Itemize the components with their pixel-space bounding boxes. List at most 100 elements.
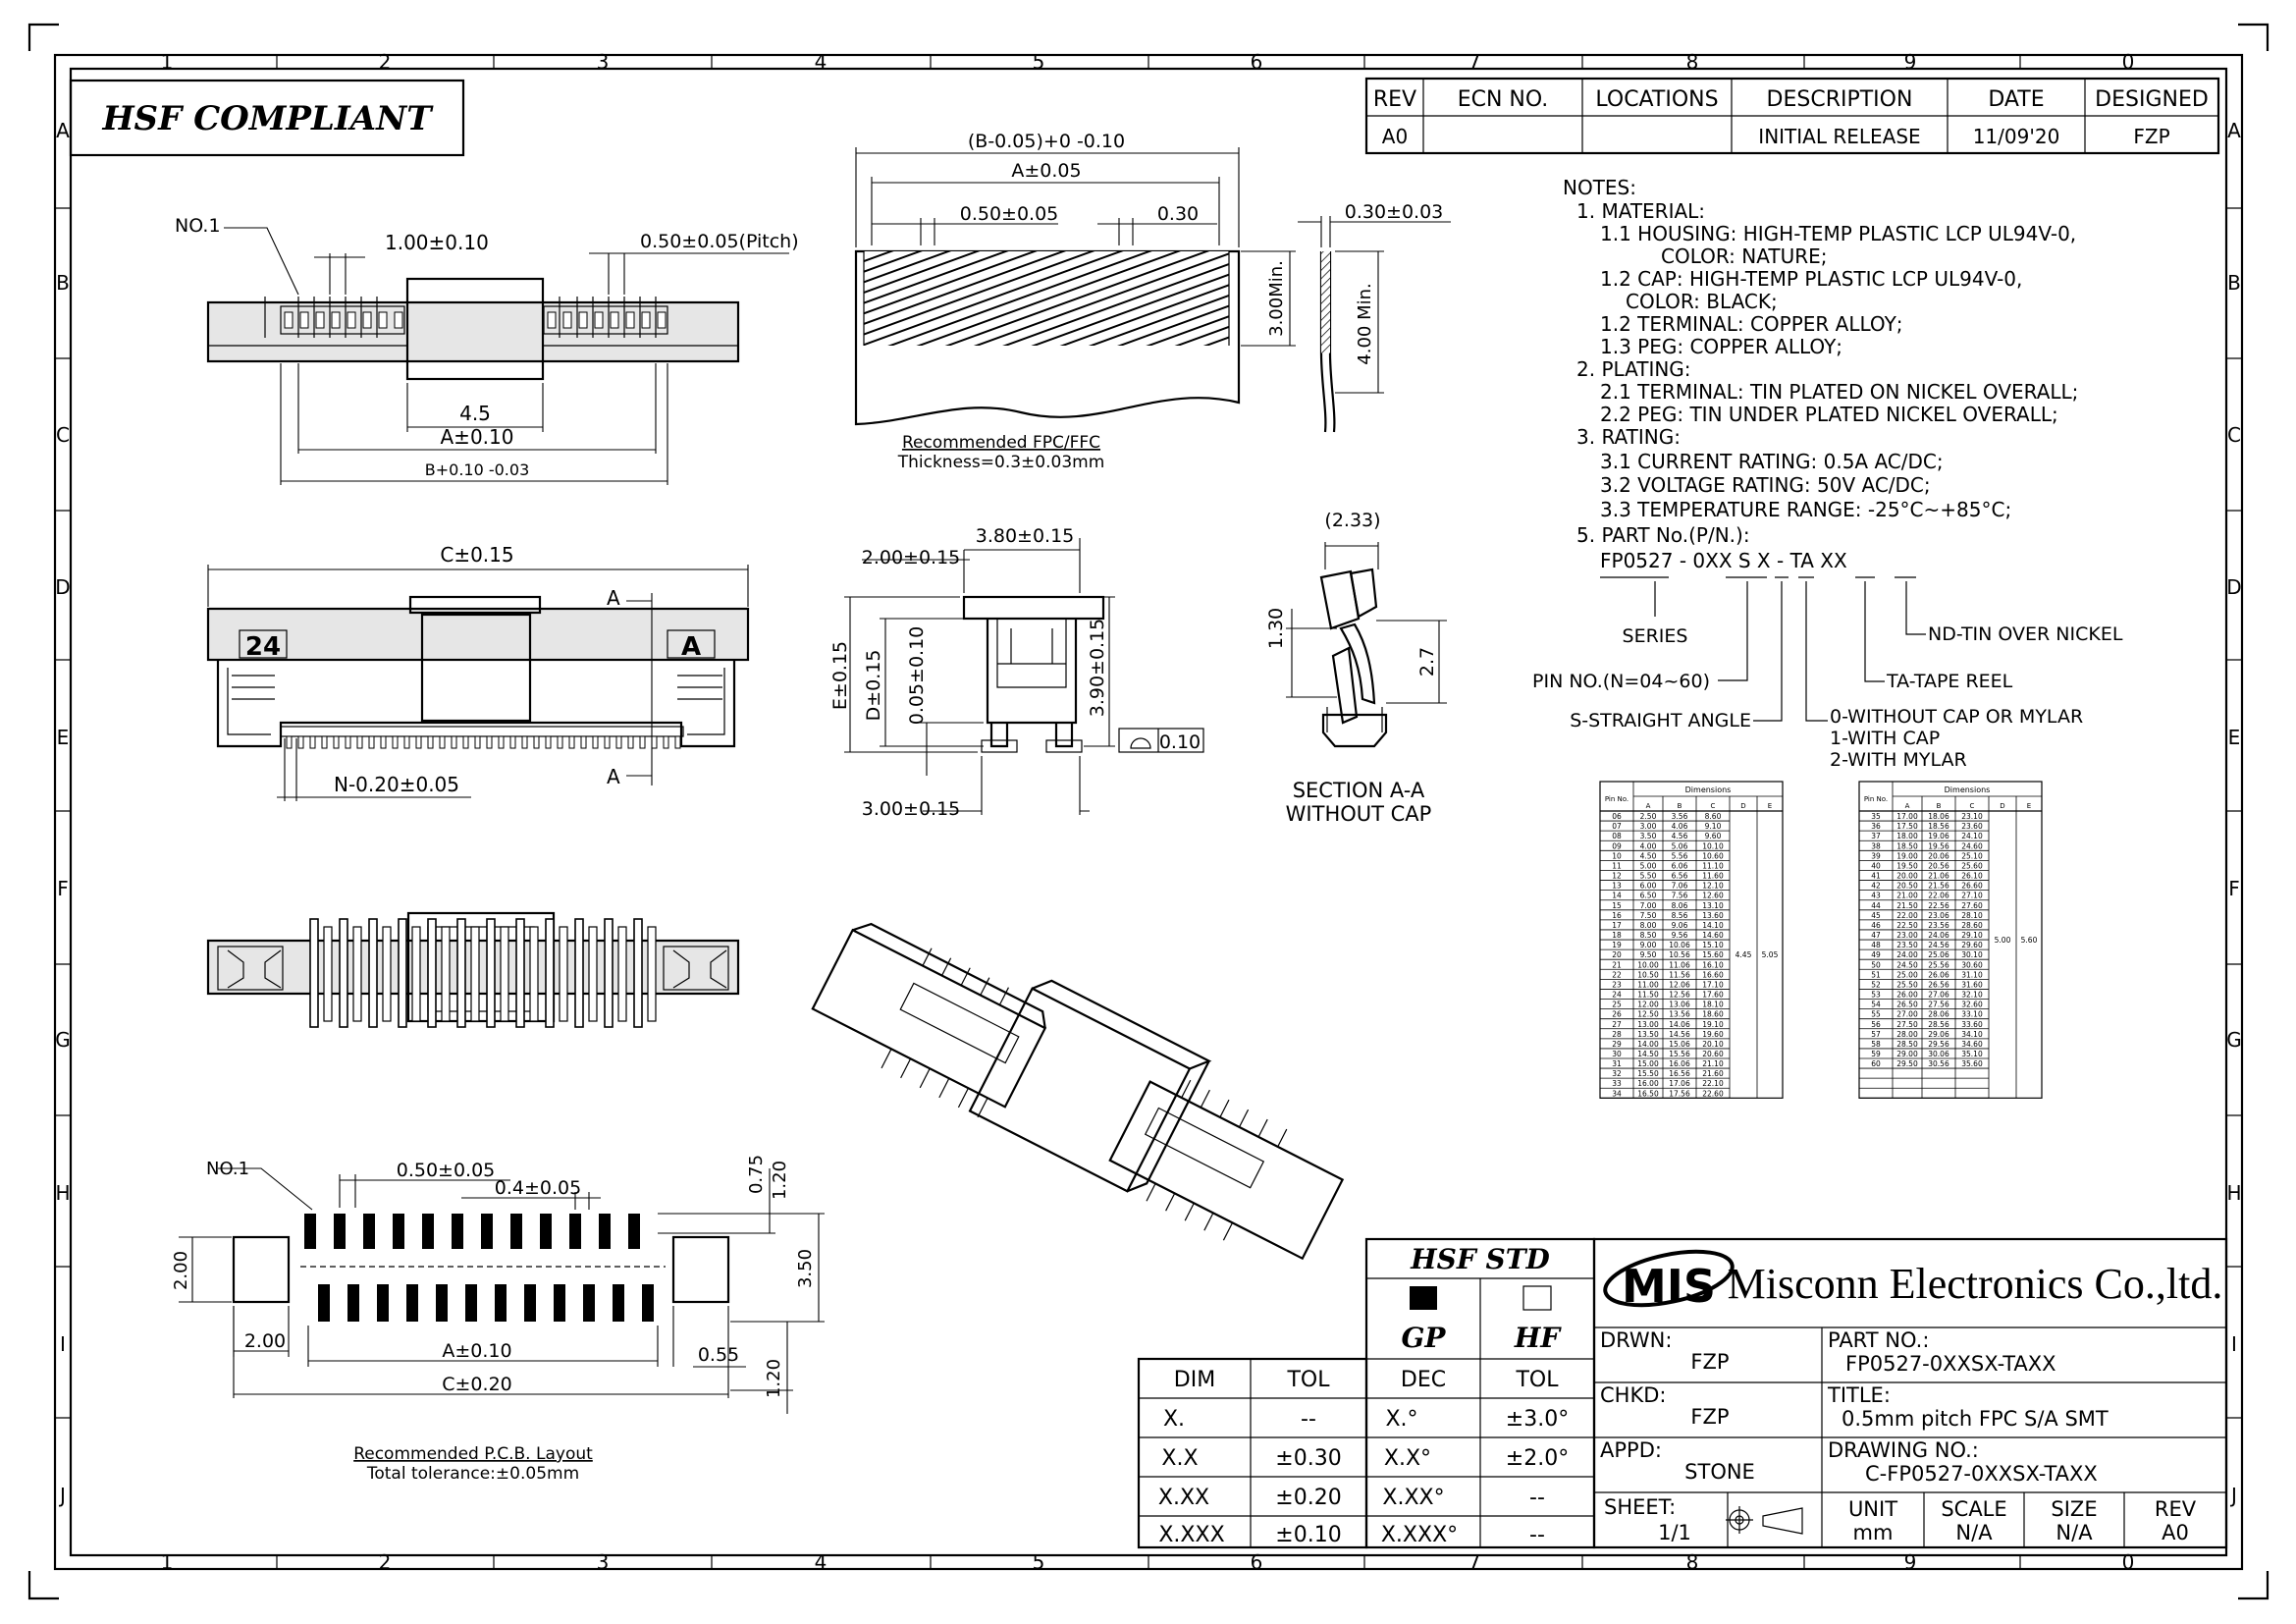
pcb-pad-top — [363, 1214, 375, 1249]
pcb-rec2: Total tolerance:±0.05mm — [366, 1464, 579, 1484]
right-table-cell: 26.06 — [1928, 970, 1949, 979]
right-table-cell: 34.10 — [1961, 1030, 1983, 1039]
top-contact-left — [331, 311, 341, 329]
col-bot-7: 7 — [1468, 1550, 1481, 1574]
front-contact-pin — [297, 735, 304, 749]
left-table-cell: 15 — [1612, 901, 1622, 910]
front-contact-pin — [333, 735, 340, 749]
left-table-cell: 06 — [1612, 812, 1622, 821]
right-table-cell: 24.06 — [1928, 931, 1949, 940]
right-table-cell: 29.00 — [1896, 1050, 1918, 1058]
top-contact-right — [625, 311, 635, 329]
iso-pin — [881, 1049, 892, 1069]
iso-pin — [980, 977, 990, 996]
iso-pin — [1146, 1183, 1156, 1202]
front-contact-pin — [580, 735, 587, 749]
right-table-cell: 25.10 — [1961, 851, 1983, 860]
pcb-pad-bottom — [495, 1284, 507, 1322]
left-table-cell: 14.56 — [1669, 1030, 1690, 1039]
side-d: D±0.15 — [863, 650, 884, 722]
right-table-cell: 25.00 — [1896, 970, 1918, 979]
tolerance-table: DIM TOL X. -- X.X ±0.30 X.XX ±0.20 X.XXX… — [1137, 1357, 1368, 1549]
bottom-contact-pin — [456, 918, 466, 1028]
left-table-cell: 13.00 — [1637, 1020, 1659, 1029]
pn-breakdown: FP0527 - 0XX S X - TA XX SERIES PIN NO.(… — [1532, 549, 2123, 771]
left-table-cell: 17.10 — [1702, 980, 1724, 989]
top-contact-right — [657, 311, 667, 329]
right-table-cell: 53 — [1871, 991, 1881, 1000]
left-table-cell: 10.60 — [1702, 851, 1724, 860]
front-contact-pin — [557, 735, 563, 749]
left-table-group-label: Dimensions — [1685, 785, 1732, 794]
note-14: 3.3 TEMPERATURE RANGE: -25°C~+85°C; — [1600, 498, 2011, 521]
left-table-cell: 2.50 — [1640, 812, 1657, 821]
right-table-cell: 27.06 — [1928, 991, 1949, 1000]
sec-233: (2.33) — [1324, 510, 1380, 531]
hsf-gp: GP — [1402, 1322, 1447, 1354]
bottom-contact-pin — [441, 926, 451, 1022]
bottom-contact-pin — [574, 918, 584, 1028]
fpc-400: 4.00 Min. — [1355, 283, 1375, 364]
right-table-group-label: Dimensions — [1945, 785, 1991, 794]
row-right-h: H — [2226, 1181, 2241, 1205]
bottom-contact-pin — [323, 926, 333, 1022]
right-table-cell: 23.06 — [1928, 911, 1949, 920]
front-contact-pin — [415, 735, 422, 749]
left-table-cell: 10 — [1612, 851, 1622, 860]
hsf-hf: HF — [1514, 1322, 1562, 1354]
right-table-header: E — [2027, 802, 2031, 810]
left-table-cell: 7.56 — [1672, 892, 1688, 900]
left-table-cell: 8.56 — [1672, 911, 1688, 920]
right-table-cell: 32.10 — [1961, 991, 1983, 1000]
hsf-r2-dec: X.XX° — [1382, 1486, 1444, 1510]
unit-value: mm — [1853, 1521, 1894, 1544]
left-table-cell: 15.60 — [1702, 950, 1724, 959]
left-table-cell: 3.50 — [1640, 832, 1657, 840]
front-contact-pin — [286, 735, 293, 749]
pcb-055: 0.55 — [698, 1344, 739, 1366]
iso-pin — [960, 967, 971, 986]
left-table-cell: 7.06 — [1672, 882, 1688, 891]
drwn-value: FZP — [1690, 1350, 1729, 1374]
front-contact-pin — [568, 735, 575, 749]
zone-labels: 1 2 3 4 5 6 7 8 9 0 1 2 3 4 5 6 7 8 9 0 — [161, 50, 2135, 1574]
bottom-contact-pin — [647, 926, 657, 1022]
left-table-cell: 11.56 — [1669, 970, 1690, 979]
front-contact-pin — [380, 735, 387, 749]
bottom-contact-pin — [559, 926, 568, 1022]
left-table-cell: 26 — [1612, 1010, 1622, 1019]
right-table-header: A — [1905, 802, 1910, 810]
right-table-cell: 35 — [1871, 812, 1881, 821]
right-table-cell: 56 — [1871, 1020, 1881, 1029]
right-table-cell: 19.06 — [1928, 832, 1949, 840]
hsf-r3-dec: X.XXX° — [1381, 1523, 1458, 1547]
left-table-cell: 20 — [1612, 950, 1622, 959]
left-table-cell: 14.60 — [1702, 931, 1724, 940]
iso-pin — [998, 987, 1009, 1005]
right-table-cell: 32.60 — [1961, 1001, 1983, 1009]
section-view: (2.33) 1.30 2.7 SECTION A-A WITHOUT CAP — [1265, 510, 1447, 826]
left-table-cell: 6.00 — [1640, 882, 1657, 891]
right-table-cell: 29.50 — [1896, 1059, 1918, 1068]
right-table-header: C — [1970, 802, 1975, 810]
col-top-6: 6 — [1251, 50, 1263, 74]
col-top-1: 1 — [161, 50, 174, 74]
left-table-cell: 23 — [1612, 980, 1622, 989]
left-table-cell: 8.50 — [1640, 931, 1657, 940]
pcb-rec1: Recommended P.C.B. Layout — [353, 1444, 593, 1464]
left-table-cell: 5.06 — [1672, 841, 1688, 850]
pcb-layout: NO.1 0.50±0.05 0.4±0.05 0.75 1.20 2.00 3… — [171, 1155, 825, 1484]
left-table-cell: 09 — [1612, 841, 1622, 850]
top-contact-left — [347, 311, 356, 329]
right-table-cell: 18.06 — [1928, 812, 1949, 821]
top-pitch: 0.50±0.05(Pitch) — [640, 231, 799, 252]
pcb-pad-top — [481, 1214, 493, 1249]
left-table-cell: 19 — [1612, 941, 1622, 949]
right-table-cell: 22.00 — [1896, 911, 1918, 920]
left-table-cell: 24 — [1612, 991, 1622, 1000]
pcb-350: 3.50 — [795, 1249, 816, 1288]
right-table-cell: 25.56 — [1928, 960, 1949, 969]
left-table-cell: 10.10 — [1702, 841, 1724, 850]
left-table-cell: 11 — [1612, 861, 1622, 870]
